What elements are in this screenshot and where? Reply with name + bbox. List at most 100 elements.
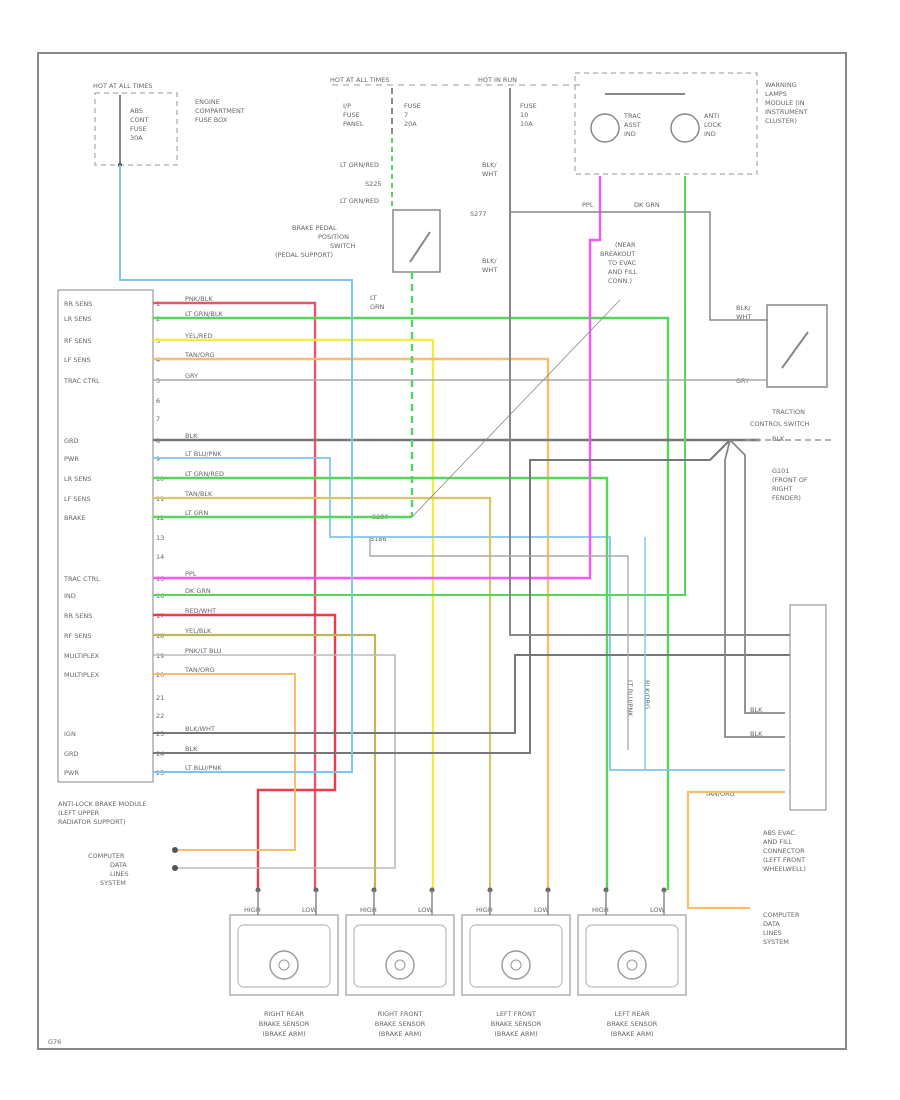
brake-sensor-caption: RIGHT REAR [264,1010,304,1018]
wire-tan-lf [153,496,492,890]
abs-fuse-line3: FUSE [130,125,147,133]
fuse10-line2: 10 [520,111,528,119]
anti-lock-lamp-icon [670,113,700,143]
anti-lock-line1: ANTI [704,112,719,120]
brake-sensor-housing [345,914,455,996]
splice-s186: S186 [370,535,387,543]
module-pin-number: 19 [156,652,164,660]
module-pin-wire-color: PNK/LT BLU [185,647,222,655]
brake-sensor-low-label: LOW [302,906,318,914]
module-pin-wire-color: LT BLU/PNK [185,764,222,772]
module-pin-label: BRAKE [64,514,86,522]
module-pin-wire-color: GRY [185,372,198,380]
module-pin-label: RF SENS [64,337,92,345]
traction-switch-line1: TRACTION [771,408,805,416]
module-pin-label: LR SENS [64,475,91,483]
cdls-terminal-1 [172,847,178,853]
wire-blue-pwr2 [119,165,353,773]
anti-lock-line2: LOCK [704,121,722,129]
cdls-right-line1: COMPUTER [763,911,800,919]
trac-assist-line2: ASST [624,121,641,129]
fuse7-line3: 20A [404,120,417,128]
brake-sensor-body [469,924,563,988]
wire-purple-trac [153,176,602,580]
evac-line2: AND FILL [763,838,793,846]
brake-pedal-line2: POSITION [318,233,349,241]
near-breakout-line1: (NEAR [615,241,636,249]
brake-sensor-group: HIGH LOW RIGHT REAR BRAKE SENSOR (BRAKE ARM)… [229,887,687,1038]
brake-sensor-housing [461,914,571,996]
brake-pedal-line1: BRAKE PEDAL [292,224,337,232]
brake-sensor-caption: BRAKE SENSOR [491,1020,542,1028]
brake-sensor-body [353,924,447,988]
brake-sensor-housing [577,914,687,996]
brake-sensor-caption: BRAKE SENSOR [375,1020,426,1028]
wire-g101-2 [724,439,785,738]
module-pin-wire-color: LT GRN/RED [185,470,224,478]
cdls-left-line4: SYSTEM [100,879,126,887]
fuse7-line1: FUSE [404,102,421,110]
wire-s277-dkgrn [510,211,768,321]
brake-sensor-high-label: HIGH [244,906,261,914]
engine-fuse-box [94,92,178,166]
trac-assist-line1: TRAC [623,112,642,120]
brake-sensor-caption: (BRAKE ARM) [262,1030,305,1038]
switch-wire-blk: BLK/ [736,304,751,312]
engine-box-line1: ENGINE [195,98,220,106]
cdls-left-line1: COMPUTER [88,852,125,860]
abs-fuse-line1: ABS [130,107,143,115]
ip-fuse-line3: PANEL [343,120,364,128]
brake-sensor-hub-icon [626,959,638,971]
warning-lamps-line1: WARNING [765,81,797,89]
near-breakout-line5: CONN.) [608,277,632,285]
module-pin-label: GRD [64,750,79,758]
warning-lamps-line4: INSTRUMENT [765,108,808,116]
module-pin-number: 5 [156,377,160,385]
engine-box-line2: COMPARTMENT [195,107,245,115]
wire-label-lt-grn-red-2: LT GRN/RED [340,197,379,205]
splice-s277: S277 [470,210,487,218]
module-pin-label: GRD [64,437,79,445]
wire-label-ppl: PPL [582,201,594,209]
abs-fuse-line4: 30A [130,134,143,142]
module-pin-wire-color: LT GRN/BLK [185,310,223,318]
near-breakout-line3: TO EVAC [607,259,637,267]
wire-pnk-rr [153,301,317,890]
module-pin-wire-color: PPL [185,570,197,578]
module-caption-line1: ANTI-LOCK BRAKE MODULE [58,800,147,808]
brake-pedal-switch [392,209,441,273]
g101-line2: (FRONT OF [772,476,808,484]
module-pin-number: 7 [156,415,160,423]
vertical-wire-blk-org: BLK/ORG [643,680,651,709]
connector-wire-blk-2: BLK [750,730,763,738]
hot-at-all-times-label: HOT AT ALL TIMES [93,82,153,90]
brake-sensor-caption: LEFT REAR [615,1010,650,1018]
cdls-right-line4: SYSTEM [763,938,789,946]
module-pin-number: 22 [156,712,164,720]
abs-evac-fill-connector [789,604,827,811]
brake-sensor-hub-icon [394,959,406,971]
connector-wire-tan-org: TAN/ORG [704,790,735,798]
brake-sensor-caption: RIGHT FRONT [378,1010,423,1018]
wire-label-blk-right: BLK [772,435,785,443]
module-pin-label: IGN [64,730,76,738]
evac-line3: CONNECTOR [763,847,805,855]
wire-black-grd2 [153,439,731,754]
brake-sensor-high-label: HIGH [360,906,377,914]
brake-sensor-rotor-icon [269,950,299,980]
brake-sensor-high-label: HIGH [476,906,493,914]
brake-sensor-rotor-icon [385,950,415,980]
abs-fuse-line2: CONT [130,116,149,124]
near-breakout-line2: BREAKOUT [600,250,635,258]
module-pin-wire-color: BLK [185,432,198,440]
evac-line4: (LEFT FRONT [763,856,805,864]
fuse7-line2: 7 [404,111,408,119]
traction-control-switch [766,304,828,388]
module-pin-wire-color: TAN/ORG [184,666,215,674]
splice-s225: S225 [365,180,382,188]
fuse10-line3: 10A [520,120,533,128]
wire-blk-org-vert [369,537,629,750]
wire-green-lr [153,316,670,890]
